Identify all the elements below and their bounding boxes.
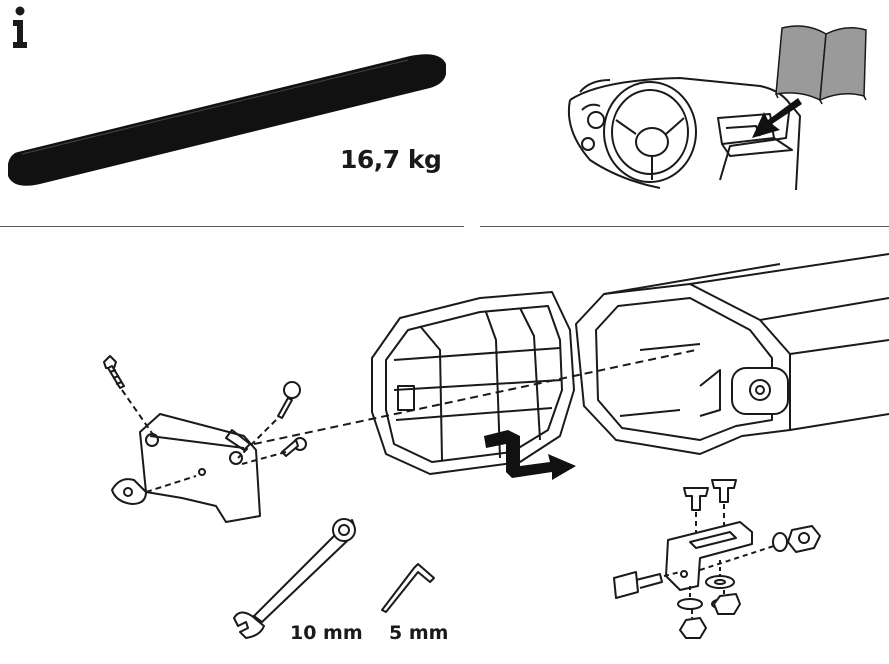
wrench-icon: [233, 518, 356, 639]
manual-book-icon: [775, 25, 867, 105]
wrench-size-label: 10 mm: [290, 622, 363, 644]
roof-rail-bar: [8, 54, 446, 186]
section-divider-left: [0, 226, 464, 227]
screw-top-right: [237, 381, 301, 459]
rail-profile: [575, 253, 889, 455]
weight-label: 16,7 kg: [340, 145, 442, 174]
bracket-hardware-set: [613, 479, 821, 639]
end-cap: [371, 291, 575, 475]
mounting-plate: [139, 413, 261, 523]
screw-side: [241, 437, 307, 465]
nut-bottom-left: [111, 475, 197, 505]
screw-top-left: [103, 355, 155, 437]
hex-key-size-label: 5 mm: [389, 622, 449, 644]
arrow-icon: [752, 98, 802, 138]
info-icon: [13, 6, 27, 48]
end-cap-assembly-diagram: [103, 253, 889, 639]
section-divider-right: [480, 226, 889, 227]
manual-in-glovebox-illustration: [567, 25, 867, 191]
slide-direction-arrow: [484, 430, 576, 480]
hex-key-icon: [381, 563, 435, 613]
